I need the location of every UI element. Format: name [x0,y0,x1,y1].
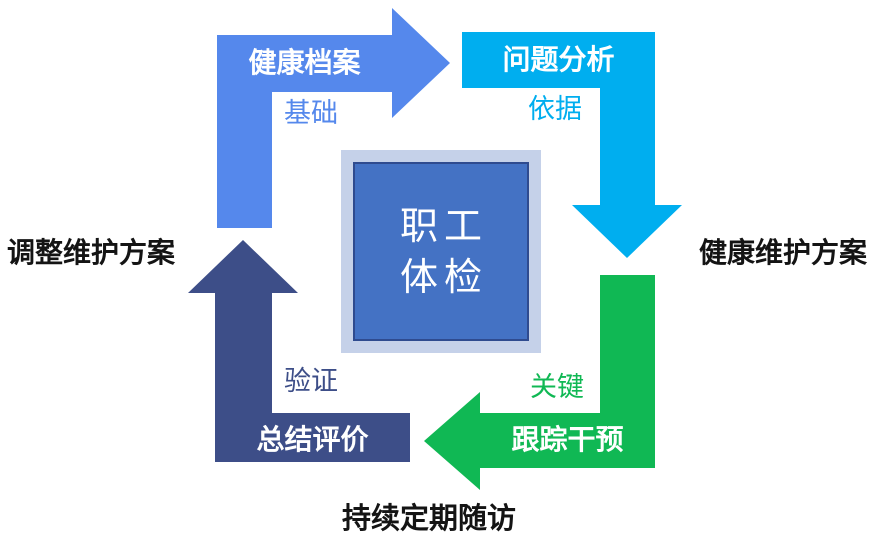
side-label-adjust-plan: 调整维护方案 [7,236,176,269]
problem-analysis-arrow [462,32,682,258]
summary-evaluation-arrow [188,240,410,462]
tracking-intervention-arrow [424,275,655,490]
center-square-frame: 职工 体检 [341,150,541,353]
tag-basis: 依据 [528,94,582,125]
tag-foundation: 基础 [284,98,338,129]
health-records-arrow [217,8,450,228]
tag-verification: 验证 [284,366,338,397]
center-square: 职工 体检 [353,162,529,341]
summary-evaluation-label: 总结评价 [256,423,369,456]
tracking-intervention-label: 跟踪干预 [511,423,624,456]
health-records-label: 健康档案 [248,46,361,79]
center-text-line1: 职工 [399,204,488,249]
problem-analysis-label: 问题分析 [502,43,615,76]
center-text-line2: 体检 [399,254,488,299]
side-label-followup: 持续定期随访 [342,501,517,535]
tag-key: 关键 [530,372,584,403]
side-label-maintenance-plan: 健康维护方案 [699,236,868,269]
